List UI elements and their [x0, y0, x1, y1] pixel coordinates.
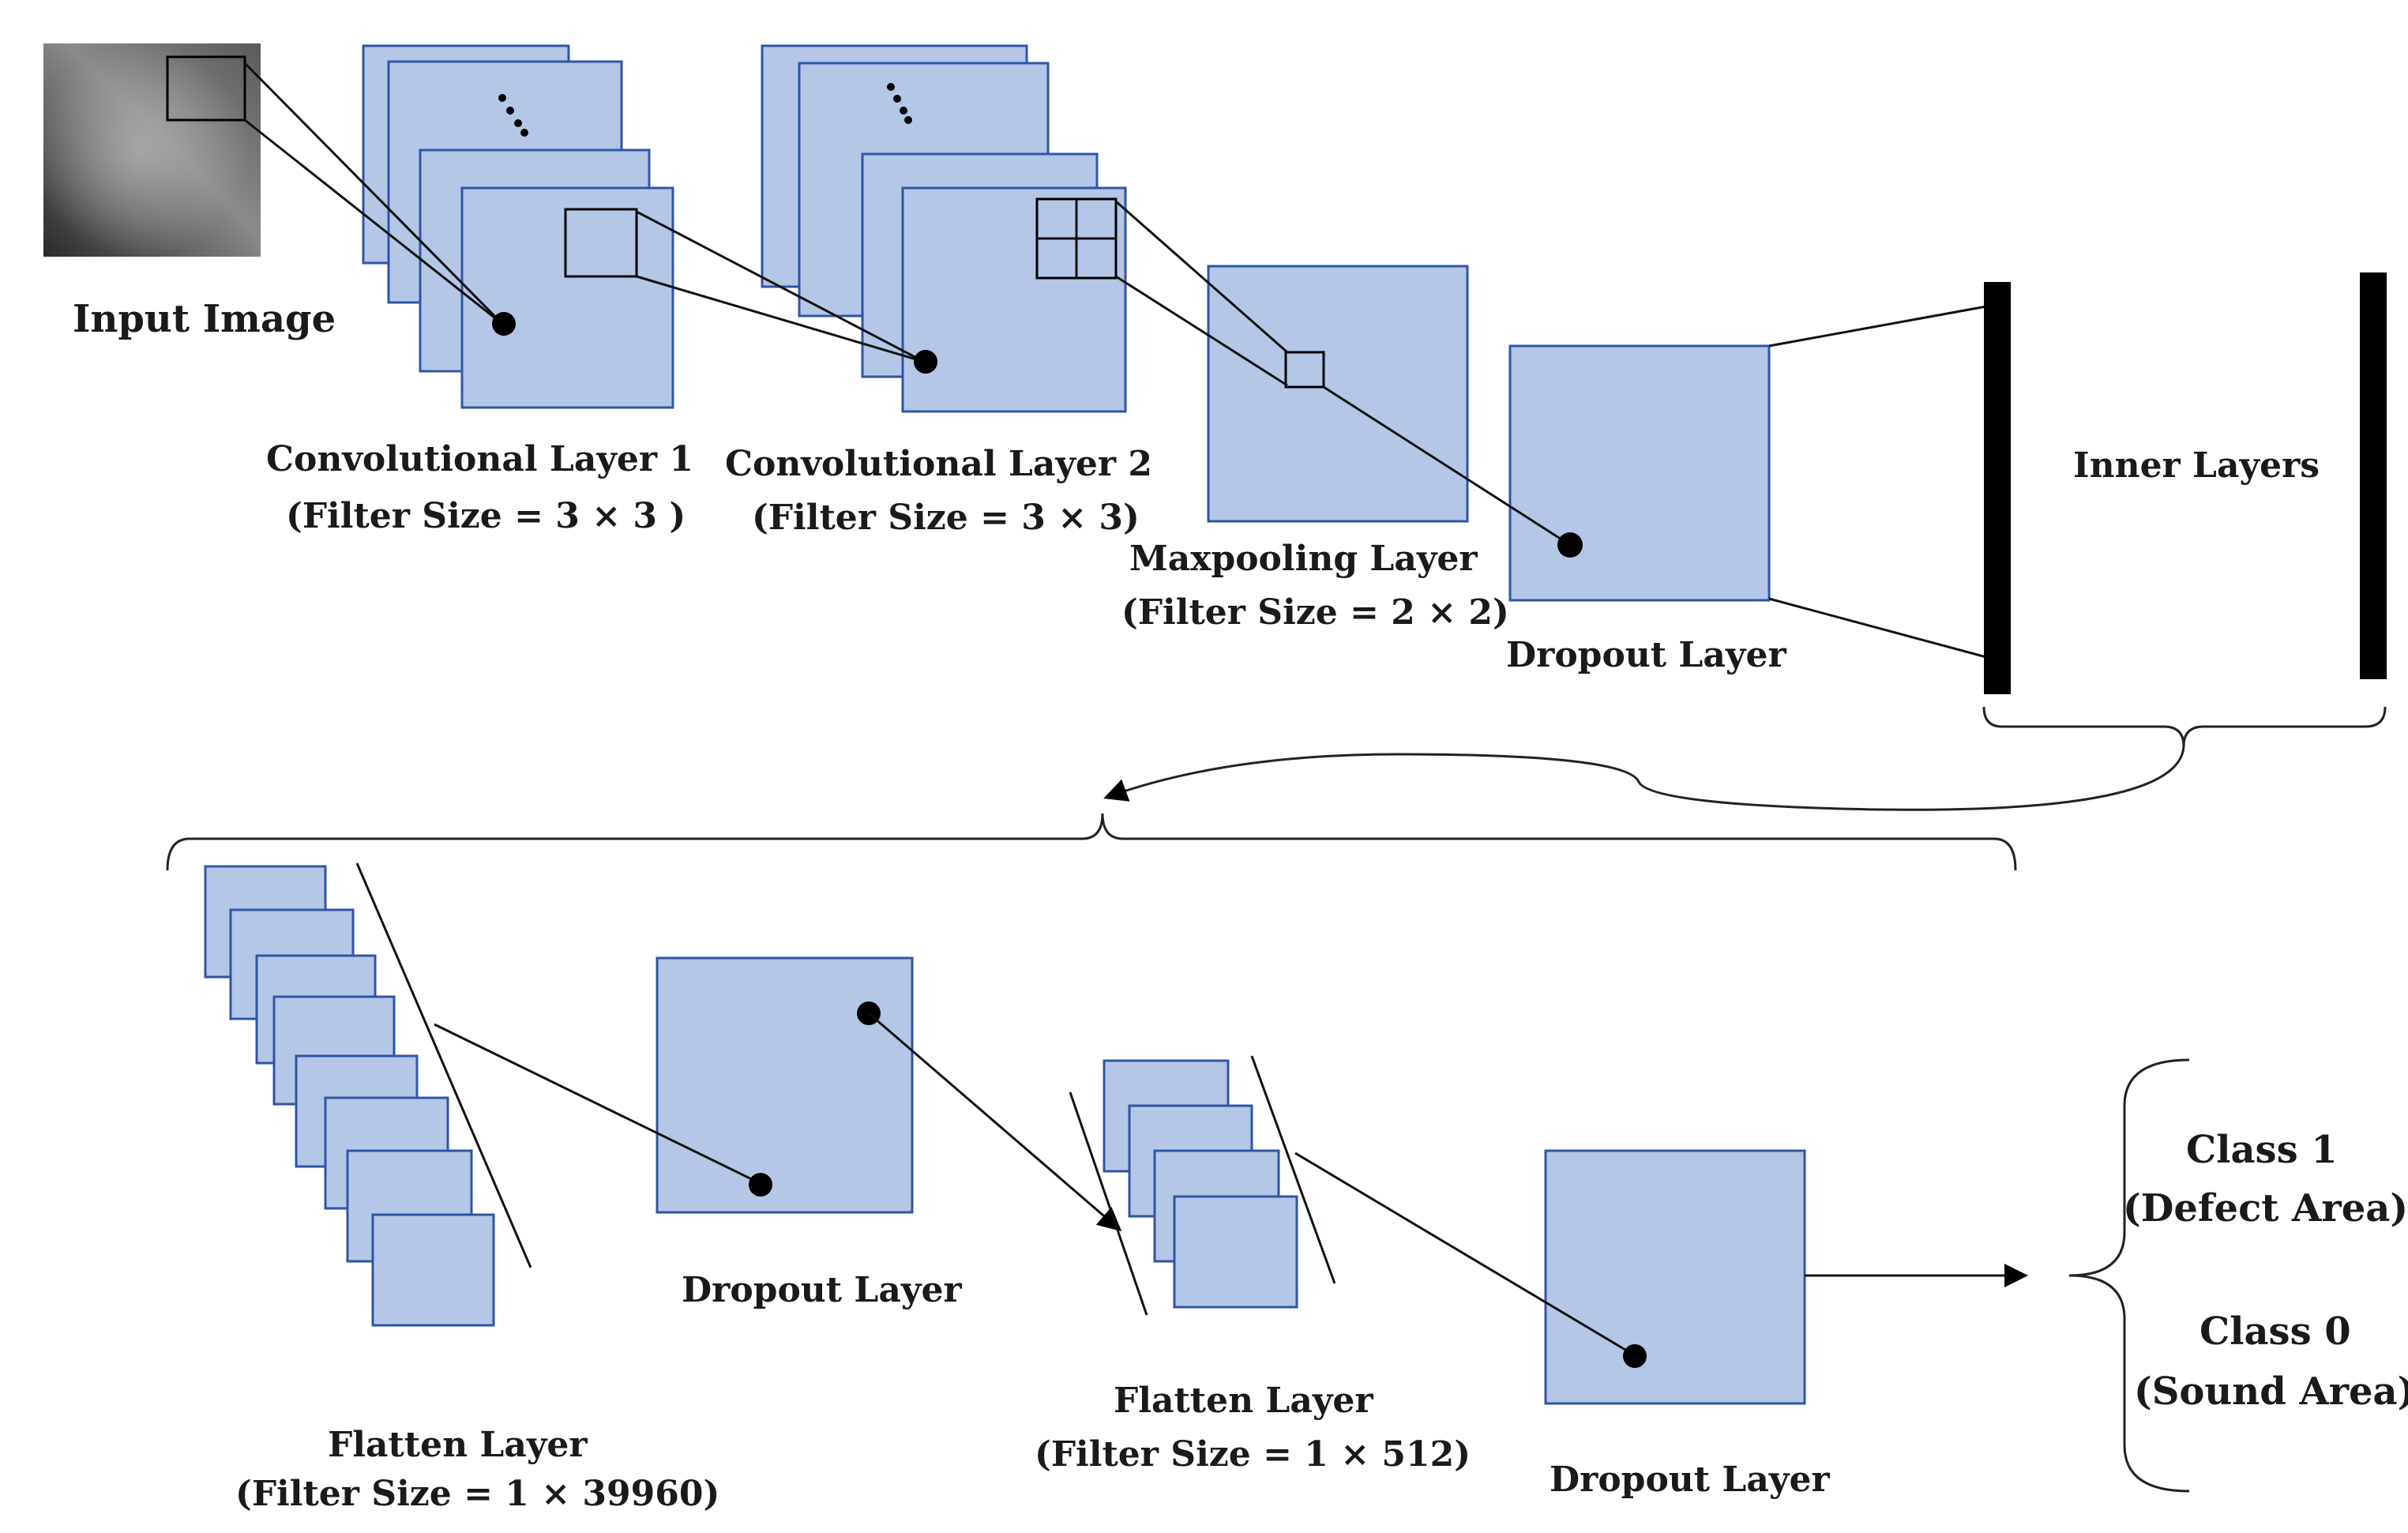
dropout-layer-1-label: Dropout Layer: [1506, 635, 1786, 675]
maxpooling-title: Maxpooling Layer: [1129, 539, 1478, 579]
output-class-brace: [2068, 1058, 2190, 1493]
conv-layer-1-stack: [362, 44, 674, 409]
flatten-layer-1-stack: [204, 862, 532, 1327]
conv-layer-1-filter: (Filter Size = 3 × 3 ): [286, 496, 686, 536]
flatten-layer-2-filter: (Filter Size = 1 × 512): [1035, 1434, 1471, 1475]
pooling-window-grid: [1035, 197, 1118, 280]
input-image: [43, 43, 261, 257]
maxpooling-filter: (Filter Size = 2 × 2): [1121, 592, 1509, 633]
inner-layers-label: Inner Layers: [2073, 445, 2320, 486]
conv-layer-2-stack: [761, 44, 1127, 413]
class-1-description: (Defect Area): [2123, 1186, 2408, 1231]
receptive-field-dot: [492, 312, 516, 336]
input-image-label: Input Image: [73, 297, 336, 341]
dropout-layer-1: [1323, 344, 1771, 602]
conv-layer-2-title: Convolutional Layer 2: [725, 444, 1152, 484]
conv-layer-1-title: Convolutional Layer 1: [266, 439, 693, 479]
input-to-conv1-connection: [243, 62, 516, 336]
flatten-layer-2-title: Flatten Layer: [1114, 1381, 1373, 1421]
conv-layer-2-filter: (Filter Size = 3 × 3): [752, 498, 1140, 538]
class-0-title: Class 0: [2200, 1309, 2351, 1354]
bottom-row-brace: [166, 813, 2017, 871]
class-1-title: Class 1: [2186, 1128, 2338, 1172]
flatten-layer-1-filter: (Filter Size = 1 × 39960): [235, 1474, 719, 1514]
dropout-layer-2-label: Dropout Layer: [682, 1270, 962, 1310]
flatten-layer-1-title: Flatten Layer: [328, 1425, 588, 1465]
inner-layers-brace: [1982, 706, 2387, 747]
dropout-layer-3: [1294, 1149, 1806, 1405]
inner-layers-block: [1768, 272, 2387, 694]
dropout-layer-3-label: Dropout Layer: [1550, 1460, 1830, 1500]
class-0-description: (Sound Area): [2134, 1370, 2408, 1414]
conv1-to-conv2-connection: [636, 210, 937, 374]
expand-curve-arrow: [1103, 746, 2185, 811]
maxpooling-layer: [1115, 200, 1469, 523]
dropout-layer-2: [434, 956, 1122, 1231]
flatten-layer-2-stack: [1069, 1055, 1336, 1316]
